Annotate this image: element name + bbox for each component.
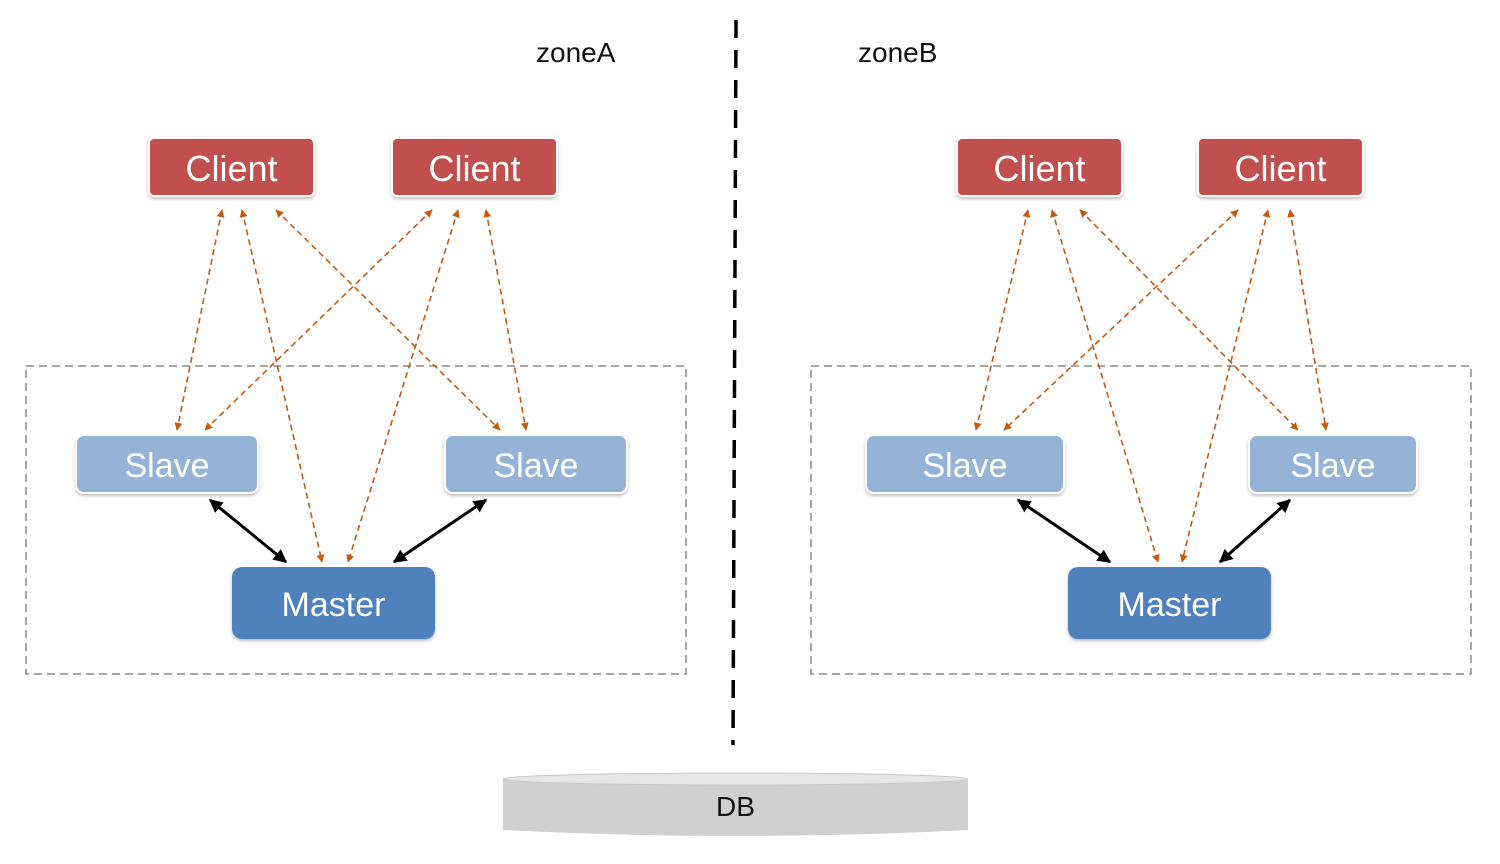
zone-a-master-label: Master [282,586,386,624]
zone-a-master: Master [232,567,435,639]
zone-a-link-client2-slave1 [204,209,433,431]
zone-b-replication-links [1016,498,1292,564]
zone-b-slave-1: Slave [865,434,1065,494]
db-storage: DB [502,772,969,836]
zone-a-link-client1-slave1 [174,209,225,431]
zone-a-replication-links [208,498,488,564]
zone-b-link-client2-slave1 [1003,209,1239,431]
zone-b-link-slave2-master [1218,498,1292,564]
zone-b-slave-2-label: Slave [1290,447,1375,485]
zone-a-client-1-label: Client [185,148,277,189]
zone-b-client-1: Client [956,137,1123,197]
zone-b-label: zoneB [858,37,937,68]
zone-a-slave-1: Slave [75,434,259,494]
zone-b-link-client1-master [1050,209,1160,563]
zone-b-client-2: Client [1197,137,1364,197]
zone-b-link-client2-master [1179,209,1271,563]
zone-b-link-client2-slave2 [1287,209,1329,431]
zone-a-slave-2: Slave [444,434,628,494]
zone-b-master-label: Master [1118,586,1222,624]
zone-divider [731,19,738,746]
zone-a-link-slave1-master [208,498,288,564]
zone-b-link-slave1-master [1016,498,1112,564]
zone-a-slave-1-label: Slave [124,447,209,485]
zone-a-client-2-label: Client [428,148,520,189]
zone-b-client-1-label: Client [993,148,1085,189]
zone-b-master: Master [1068,567,1271,639]
db-label: DB [716,791,755,822]
zone-b-slave-1-label: Slave [922,447,1007,485]
zone-a-link-client1-master [239,209,325,563]
zone-a-link-client2-slave2 [483,209,529,431]
zone-a-label: zoneA [536,37,616,68]
zone-a-client-1: Client [148,137,315,197]
zone-a-link-client2-master [346,209,460,563]
zone-b-client-links [973,209,1329,563]
zone-a-link-client1-slave2 [275,209,501,431]
zone-a-link-slave2-master [392,498,488,564]
zone-a-slave-2-label: Slave [493,447,578,485]
zone-a-client-2: Client [391,137,558,197]
zone-b-link-client1-slave1 [973,209,1031,431]
zone-b-slave-2: Slave [1248,434,1418,494]
zone-b-link-client1-slave2 [1079,209,1299,431]
zone-b-client-2-label: Client [1234,148,1326,189]
zone-a-client-links [174,209,529,563]
